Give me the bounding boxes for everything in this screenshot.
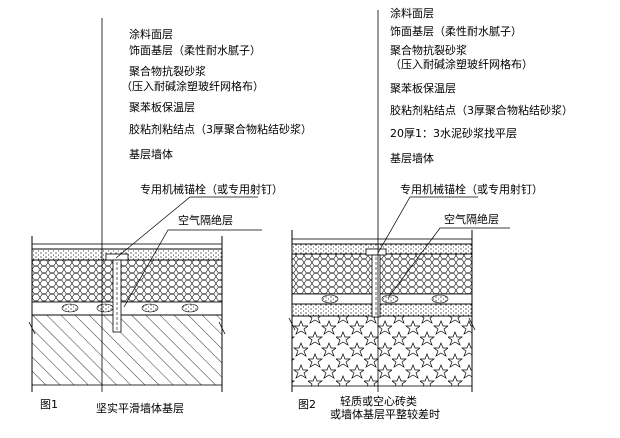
fig1-number: 图1 [40,398,58,411]
fig2-number: 图2 [298,398,316,411]
fig1-label-base-wall: 基层墙体 [129,148,173,161]
fig1-eps-layer [31,259,223,303]
fig1-finish-layer [31,243,223,250]
fig1-label-adhesive: 胶粘剂粘结点（3厚聚合物粘结砂浆） [129,123,312,136]
fig1-adhesive-point [141,303,159,313]
fig1-air-leader [123,229,262,308]
fig1-label-air-layer: 空气隔绝层 [178,214,233,227]
fig2-label-crack-mortar: 聚合物抗裂砂浆 [390,44,467,57]
fig2-caption-line1: 轻质或空心砖类 [340,395,417,408]
fig2-eps-layer [291,253,473,295]
fig2-base-wall [291,315,473,387]
fig2-leveling-layer [291,303,473,317]
fig2-anchor-leader [377,196,478,254]
fig2-air-leader [387,227,510,299]
fig2-caption-line2: 或墙体基层平整较差时 [330,408,440,421]
fig2-label-base-wall: 基层墙体 [390,152,434,165]
fig2-label-paint-finish: 涂料面层 [390,7,434,20]
fig1-label-crack-mortar: 聚合物抗裂砂浆 [129,65,206,78]
fig2-label-putty-base: 饰面基层（柔性耐水腻子） [390,25,522,38]
fig1-base-wall [31,314,223,386]
fig1-adhesive-point [181,303,199,313]
fig1-adhesive-point [61,303,79,313]
fig2-label-leveling: 20厚1：3水泥砂浆找平层 [390,127,517,140]
fig1-label-eps-board: 聚苯板保温层 [129,101,195,114]
fig2-anchor-bolt [365,248,387,318]
fig1-label-paint-finish: 涂料面层 [129,28,173,41]
fig1-adhesive-point [96,303,114,313]
fig2-label-mesh: （压入耐碱涂塑玻纤网格布） [390,58,533,71]
fig1-label-putty-base: 饰面基层（柔性耐水腻子） [129,44,261,57]
fig1-section [28,18,262,392]
fig1-anchor-leader [115,196,258,259]
fig1-label-anchor: 专用机械锚栓（或专用射钉） [140,183,283,196]
fig2-finish-layer [291,238,473,245]
fig2-label-eps-board: 聚苯板保温层 [390,82,456,95]
fig2-label-adhesive: 胶粘剂粘结点（3厚聚合物粘结砂浆） [390,104,573,117]
fig1-caption: 坚实平滑墙体基层 [96,402,184,415]
fig2-label-anchor: 专用机械锚栓（或专用射钉） [400,183,543,196]
fig1-label-mesh: （压入耐碱涂塑玻纤网格布） [121,80,264,93]
fig2-section [288,10,510,392]
fig2-label-air-layer: 空气隔绝层 [444,213,499,226]
